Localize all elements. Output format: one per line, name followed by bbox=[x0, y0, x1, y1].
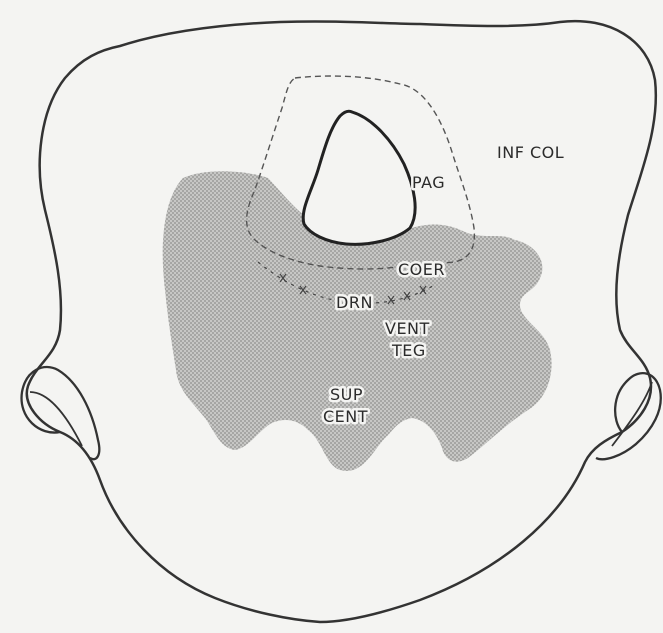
aqueduct-outline bbox=[303, 111, 415, 244]
label-pag: PAG bbox=[412, 173, 445, 192]
label-inf-col: INF COL bbox=[497, 143, 564, 162]
right-lobe-inner bbox=[612, 382, 652, 446]
left-lobe-inner bbox=[30, 392, 82, 446]
label-cent: CENT bbox=[323, 407, 368, 426]
label-vent: VENT bbox=[385, 319, 430, 338]
label-coer: COER bbox=[398, 260, 445, 279]
label-sup: SUP bbox=[330, 385, 363, 404]
label-teg: TEG bbox=[391, 341, 426, 360]
label-drn: DRN bbox=[336, 293, 373, 312]
